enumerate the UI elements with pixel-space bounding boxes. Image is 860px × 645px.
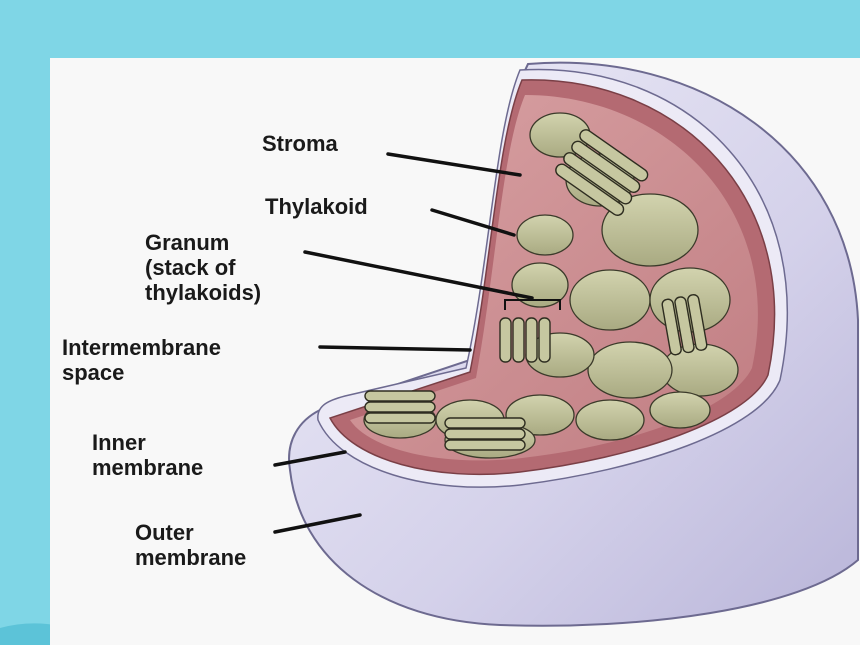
granum-label-line1: Granum (145, 230, 230, 255)
granum-label-line2: (stack of (145, 255, 236, 280)
granum-stack-right (661, 294, 708, 356)
stroma-leader-line (386, 152, 522, 177)
inner-membrane-label-line2: membrane (92, 455, 204, 480)
stroma-label-text: Stroma (262, 131, 338, 156)
granum-stack-lower-mid (444, 417, 526, 451)
granum-stack-upper (555, 129, 649, 216)
thylakoid-leader-line (430, 208, 516, 237)
intermembrane-label: Intermembrane space (62, 335, 221, 385)
granum-stack-labeled (499, 317, 551, 363)
grana-stacks (364, 129, 708, 451)
granum-leader-line (303, 250, 534, 300)
granum-stack-lower-left (364, 390, 436, 424)
granum-label: Granum (stack of thylakoids) (145, 230, 261, 305)
thylakoid-label-text: Thylakoid (265, 194, 368, 219)
stroma-label: Stroma (262, 131, 338, 156)
intermembrane-leader-line (318, 345, 472, 352)
outer-membrane-leader-line (273, 513, 362, 534)
thylakoid-label: Thylakoid (265, 194, 368, 219)
background-swoosh (0, 623, 60, 645)
inner-membrane-label: Inner membrane (92, 430, 203, 480)
outer-membrane-label: Outer membrane (135, 520, 246, 570)
intermembrane-label-line1: Intermembrane (62, 335, 221, 360)
outer-membrane-label-line2: membrane (135, 545, 247, 570)
outer-membrane-label-line1: Outer (135, 520, 194, 545)
granum-label-line3: thylakoids) (145, 280, 262, 305)
inner-membrane-label-line1: Inner (92, 430, 146, 455)
granum-bracket (504, 299, 561, 310)
inner-membrane-leader-line (273, 450, 347, 467)
intermembrane-label-line2: space (62, 360, 125, 385)
leader-lines (273, 152, 534, 534)
